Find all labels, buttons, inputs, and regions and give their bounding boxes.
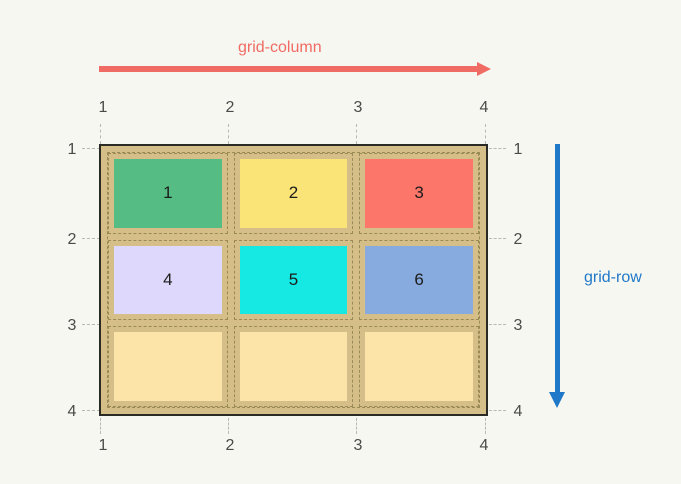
column-tick-top-4: 4	[479, 99, 489, 116]
grid-empty-cell-8	[239, 332, 348, 401]
row-guide-right-4	[489, 410, 506, 411]
column-tick-top-2: 2	[225, 99, 235, 116]
column-guide-bottom-4	[485, 418, 486, 434]
grid-item-1[interactable]: 1	[114, 159, 222, 228]
row-guide-left-2	[82, 238, 100, 239]
grid-empty-cell-9	[365, 332, 473, 401]
grid-empty-cell-7	[114, 332, 222, 401]
grid-track-cell: 3	[359, 153, 479, 234]
row-tick-left-2: 2	[67, 231, 77, 248]
grid-item-6[interactable]: 6	[365, 245, 473, 315]
grid-track-cell: 2	[233, 153, 354, 234]
column-tick-bottom-1: 1	[98, 437, 108, 454]
grid-row-arrow-head-icon	[549, 392, 565, 408]
grid-row-arrow-line	[555, 144, 560, 394]
column-guide-top-2	[228, 124, 229, 144]
row-tick-right-1: 1	[513, 141, 523, 158]
row-guide-right-2	[489, 238, 506, 239]
column-tick-bottom-3: 3	[353, 437, 363, 454]
column-guide-bottom-1	[100, 418, 101, 434]
grid-item-5[interactable]: 5	[239, 245, 348, 315]
row-tick-left-1: 1	[67, 141, 77, 158]
row-guide-left-1	[82, 148, 100, 149]
column-guide-bottom-3	[356, 418, 357, 434]
column-guide-top-1	[100, 124, 101, 144]
grid-item-4[interactable]: 4	[114, 245, 222, 315]
grid-track-cell	[359, 326, 479, 407]
grid-track-cell	[233, 326, 354, 407]
column-tick-bottom-4: 4	[479, 437, 489, 454]
grid-column-label: grid-column	[238, 39, 322, 56]
row-tick-left-3: 3	[67, 317, 77, 334]
grid-item-3[interactable]: 3	[365, 159, 473, 228]
grid-column-arrow-head-icon	[477, 62, 491, 76]
row-guide-right-3	[489, 324, 506, 325]
row-tick-right-3: 3	[513, 317, 523, 334]
grid-track-cell: 4	[108, 239, 228, 321]
column-tick-top-1: 1	[98, 99, 108, 116]
grid-track-cell	[108, 326, 228, 407]
grid-item-2[interactable]: 2	[239, 159, 348, 228]
column-guide-top-4	[485, 124, 486, 144]
row-tick-right-4: 4	[513, 403, 523, 420]
row-guide-left-4	[82, 410, 100, 411]
row-guide-right-1	[489, 148, 506, 149]
grid-column-arrow-line	[99, 66, 479, 72]
column-tick-bottom-2: 2	[225, 437, 235, 454]
grid-track: 1 2 3 4 5 6	[107, 152, 480, 408]
row-guide-left-3	[82, 324, 100, 325]
column-guide-bottom-2	[228, 418, 229, 434]
grid-track-cell: 5	[233, 239, 354, 321]
column-guide-top-3	[356, 124, 357, 144]
row-tick-left-4: 4	[67, 403, 77, 420]
row-tick-right-2: 2	[513, 231, 523, 248]
grid-container: 1 2 3 4 5 6	[99, 144, 488, 416]
grid-row-label: grid-row	[584, 269, 642, 286]
grid-track-cell: 1	[108, 153, 228, 234]
grid-track-cell: 6	[359, 239, 479, 321]
column-tick-top-3: 3	[353, 99, 363, 116]
